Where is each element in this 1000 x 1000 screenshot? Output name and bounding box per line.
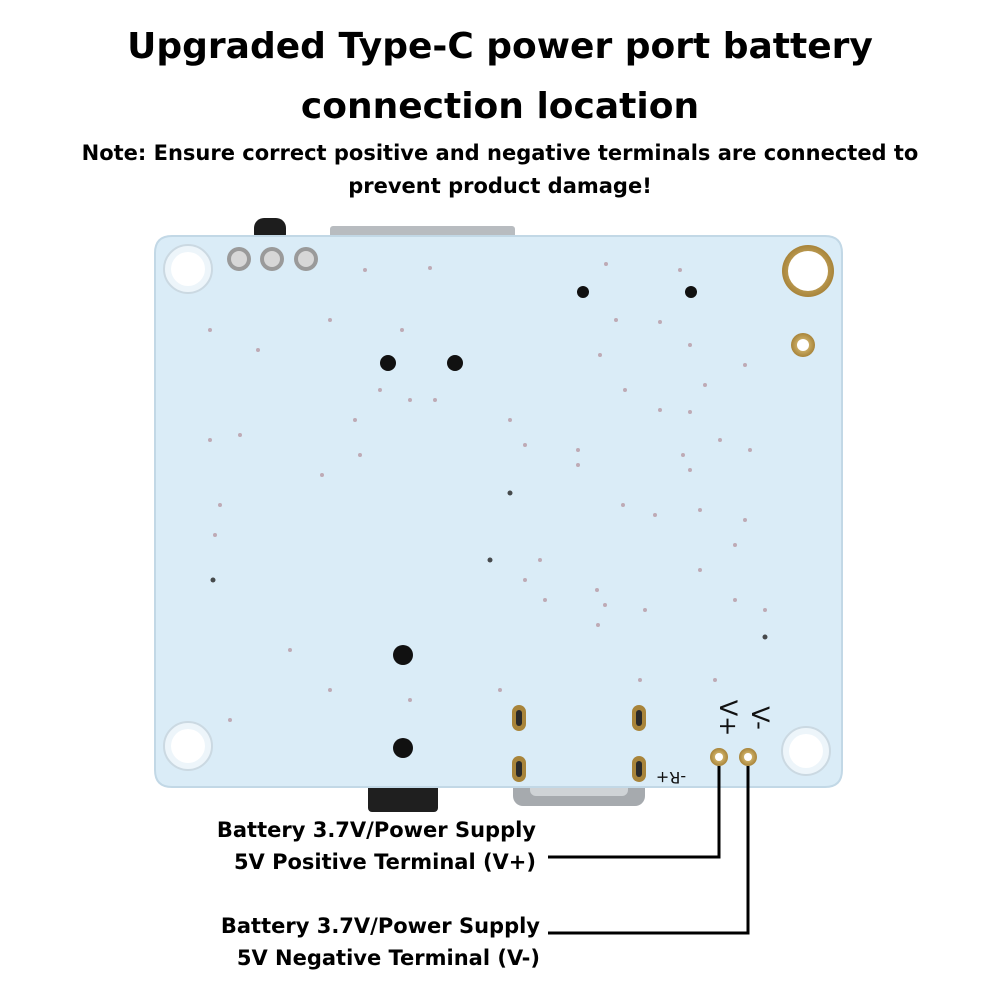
- v-minus-pad: [739, 748, 757, 766]
- negative-callout-line-2: 5V Negative Terminal (V-): [236, 946, 540, 970]
- mounting-hole-top-left: [163, 244, 213, 294]
- silk-label-r-plus: -R+: [656, 768, 686, 787]
- solder-pads-top: [227, 247, 318, 271]
- via-dots: [208, 262, 768, 722]
- test-pad: [791, 333, 815, 357]
- v-plus-pad: [710, 748, 728, 766]
- positive-leader-line: [548, 766, 721, 859]
- through-holes: [380, 286, 697, 758]
- warning-note-line-2: prevent product damage!: [348, 174, 652, 198]
- mounting-hole-bottom-left: [163, 721, 213, 771]
- type-c-pads: [512, 705, 646, 782]
- page-title-line-1: Upgraded Type-C power port battery: [127, 26, 873, 67]
- silk-label-v-minus: V-: [746, 706, 774, 730]
- pcb-board: [154, 235, 843, 788]
- page-title-line-2: connection location: [300, 86, 700, 127]
- mounting-hole-bottom-right: [781, 726, 831, 776]
- mounting-hole-top-right: [782, 245, 834, 297]
- silk-label-v-plus: V+: [714, 700, 742, 737]
- warning-note-line-1: Note: Ensure correct positive and negati…: [81, 141, 919, 165]
- positive-callout-line-1: Battery 3.7V/Power Supply: [216, 818, 536, 842]
- positive-callout-line-2: 5V Positive Terminal (V+): [233, 850, 536, 874]
- negative-callout-line-1: Battery 3.7V/Power Supply: [220, 914, 540, 938]
- negative-leader-line: [548, 766, 750, 935]
